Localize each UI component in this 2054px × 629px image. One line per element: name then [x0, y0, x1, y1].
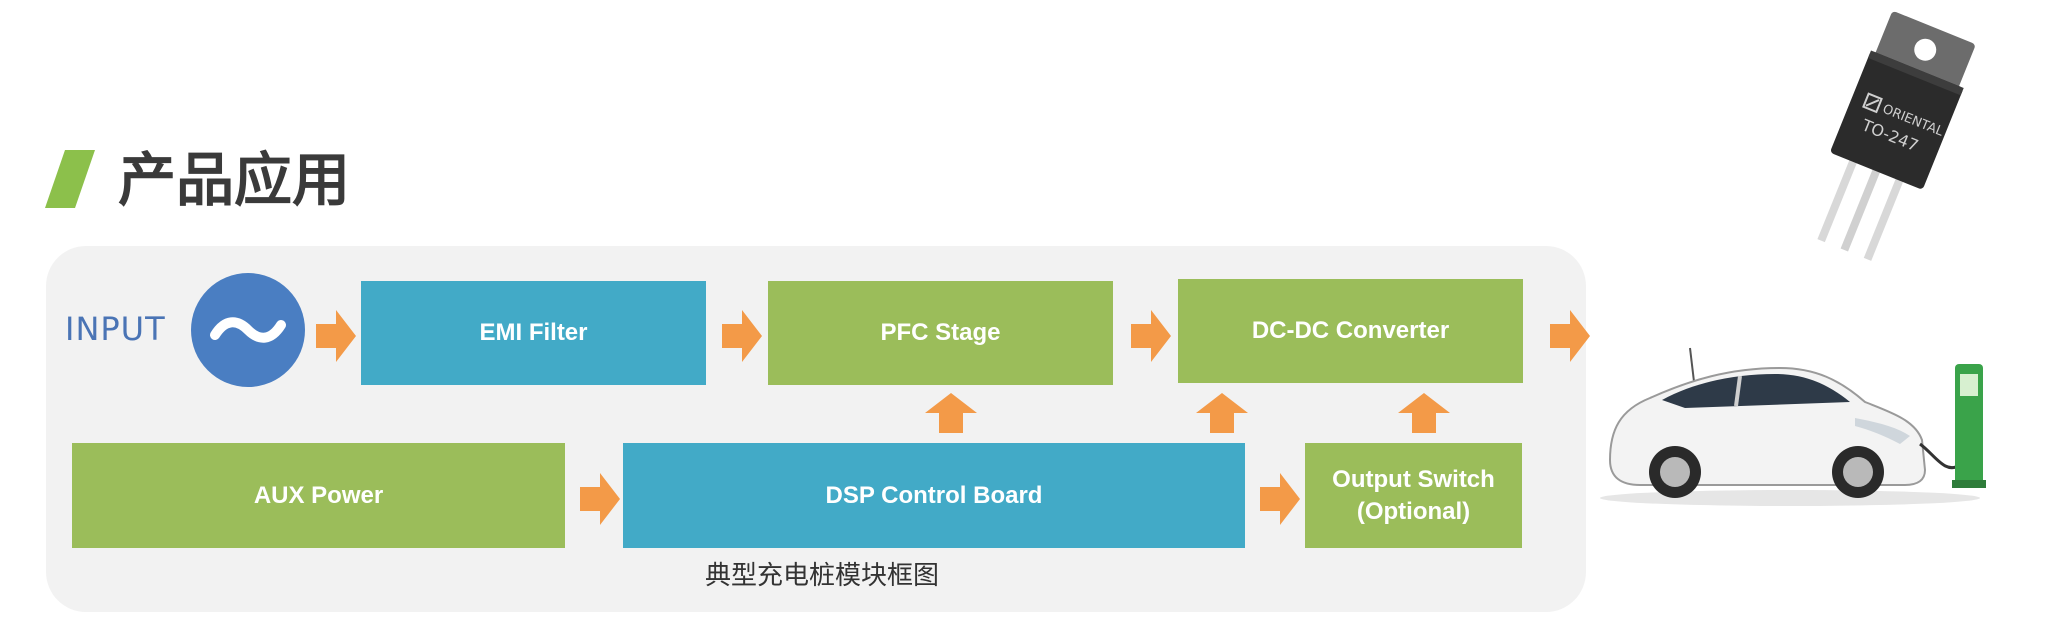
arrow-right-icon [722, 310, 762, 362]
emi-filter-block: EMI Filter [361, 281, 706, 385]
diagram-caption: 典型充电桩模块框图 [705, 561, 940, 591]
to247-chip-illustration: ORIENTAL TO-247 [1817, 11, 1975, 261]
aux-power-block: AUX Power [72, 443, 565, 548]
arrow-right-icon [1260, 473, 1300, 525]
arrow-right-icon [1131, 310, 1171, 362]
ev-charging-car-illustration [1600, 347, 1986, 506]
dcdc-converter-block: DC-DC Converter [1178, 279, 1523, 383]
arrow-up-icon [1398, 393, 1450, 433]
arrow-right-icon [580, 473, 620, 525]
output-switch-block: Output Switch (Optional) [1305, 443, 1522, 548]
pfc-stage-block: PFC Stage [768, 281, 1113, 385]
arrow-up-icon [925, 393, 977, 433]
ac-source-icon [191, 273, 305, 387]
input-label: INPUT [65, 310, 166, 348]
dsp-control-board-block: DSP Control Board [623, 443, 1245, 548]
arrow-up-icon [1196, 393, 1248, 433]
arrow-right-icon [316, 310, 356, 362]
section-title: 产品应用 [118, 146, 351, 214]
arrow-right-icon [1550, 310, 1590, 362]
title-accent-mark [45, 150, 95, 208]
